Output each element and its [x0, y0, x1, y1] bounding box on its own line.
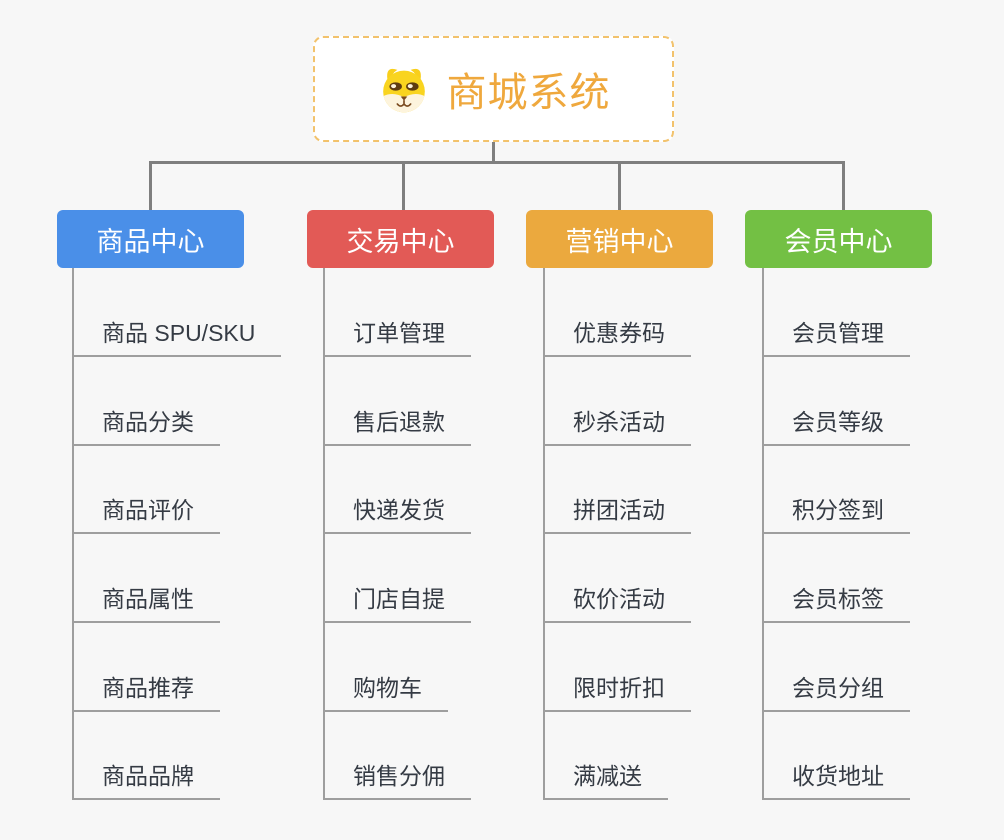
leaf-node[interactable]: 会员分组 [762, 674, 910, 712]
branch-node-trade-center[interactable]: 交易中心 [307, 210, 494, 268]
leaf-node[interactable]: 商品品牌 [72, 762, 220, 800]
leaf-node[interactable]: 销售分佣 [323, 762, 471, 800]
leaf-node[interactable]: 优惠券码 [543, 319, 691, 357]
leaf-node[interactable]: 快递发货 [323, 496, 471, 534]
leaf-node[interactable]: 门店自提 [323, 585, 471, 623]
connector-drop-line [842, 161, 845, 210]
leaf-node[interactable]: 订单管理 [323, 319, 471, 357]
leaf-node[interactable]: 售后退款 [323, 408, 471, 446]
branch-trunk-line [72, 268, 74, 800]
leaf-node[interactable]: 砍价活动 [543, 585, 691, 623]
leaf-node[interactable]: 拼团活动 [543, 496, 691, 534]
branch-node-marketing-center[interactable]: 营销中心 [526, 210, 713, 268]
branch-trunk-line [543, 268, 545, 800]
branch-trunk-line [762, 268, 764, 800]
leaf-node[interactable]: 秒杀活动 [543, 408, 691, 446]
leaf-node[interactable]: 限时折扣 [543, 674, 691, 712]
leaf-node[interactable]: 会员管理 [762, 319, 910, 357]
connector-drop-line [402, 161, 405, 210]
branch-node-product-center[interactable]: 商品中心 [57, 210, 244, 268]
connector-root-stem [492, 142, 495, 164]
leaf-node[interactable]: 会员等级 [762, 408, 910, 446]
root-node[interactable]: 商城系统 [313, 36, 674, 142]
leaf-node[interactable]: 积分签到 [762, 496, 910, 534]
leaf-node[interactable]: 商品评价 [72, 496, 220, 534]
branch-node-member-center[interactable]: 会员中心 [745, 210, 932, 268]
leaf-node[interactable]: 商品 SPU/SKU [72, 319, 282, 357]
leaf-node[interactable]: 购物车 [323, 674, 448, 712]
connector-drop-line [618, 161, 621, 210]
leaf-node[interactable]: 会员标签 [762, 585, 910, 623]
connector-drop-line [149, 161, 152, 210]
connector-horizontal-bar [149, 161, 845, 164]
leaf-node[interactable]: 满减送 [543, 762, 668, 800]
dog-face-icon [377, 64, 431, 114]
leaf-node[interactable]: 商品分类 [72, 408, 220, 446]
leaf-node[interactable]: 收货地址 [762, 762, 910, 800]
leaf-node[interactable]: 商品属性 [72, 585, 220, 623]
leaf-node[interactable]: 商品推荐 [72, 674, 220, 712]
root-title: 商城系统 [446, 71, 611, 115]
branch-trunk-line [323, 268, 325, 800]
